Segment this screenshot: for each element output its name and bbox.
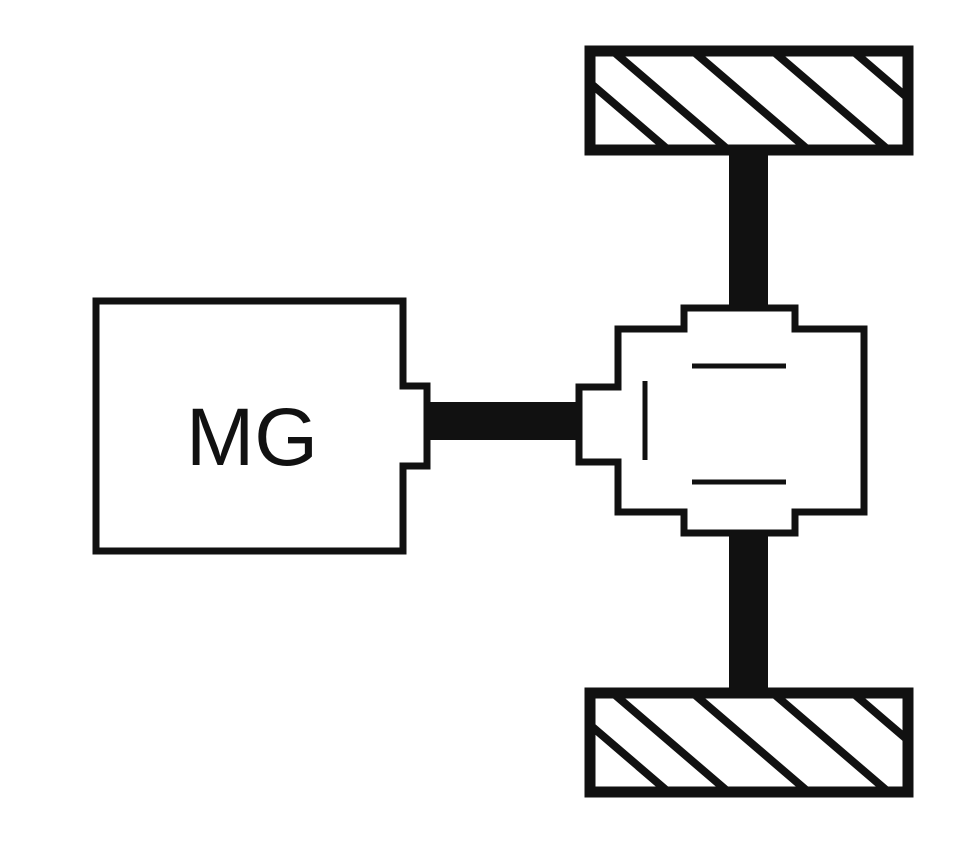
wheel-top-outline: [584, 45, 914, 156]
motor-generator-block: MG: [92, 297, 431, 555]
differential: [575, 304, 868, 537]
axle-shaft-top: [729, 150, 768, 310]
motor-generator-label: MG: [186, 392, 318, 483]
drive-shaft: [427, 402, 579, 440]
wheel-bottom: [584, 687, 914, 798]
axle-shaft-bottom: [729, 531, 768, 693]
wheel-bottom-outline: [584, 687, 914, 798]
wheel-top: [584, 45, 914, 156]
motor-generator-outline: [92, 297, 431, 555]
differential-housing: [575, 304, 868, 537]
